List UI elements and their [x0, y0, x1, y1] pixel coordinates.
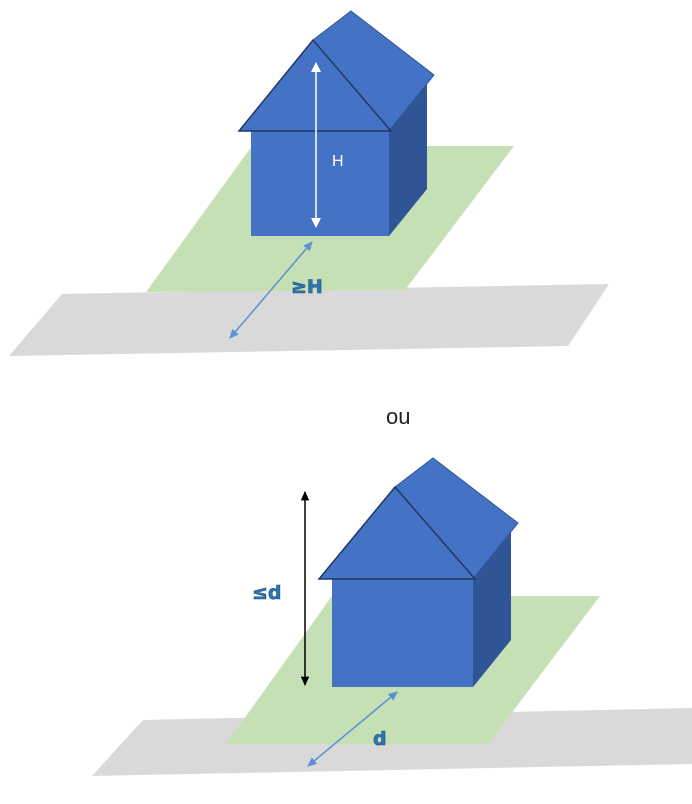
- top-height-arrow-head-down: [311, 218, 321, 228]
- top-distance-label: ≥H: [291, 276, 323, 298]
- top-height-label: H: [332, 153, 344, 170]
- bottom-house-side-wall: [473, 532, 511, 687]
- bottom-distance-arrow: [307, 691, 398, 767]
- bottom-distance-label: d: [373, 728, 387, 750]
- bottom-height-label: ≤d: [252, 582, 282, 604]
- bottom-house-front-wall: [332, 579, 473, 687]
- top-house: [237, 10, 435, 236]
- top-diagram: H ≥H: [9, 10, 609, 356]
- top-distance-arrow: [229, 241, 313, 339]
- top-house-front-wall: [251, 131, 389, 236]
- bottom-diagram: ≤d d: [92, 457, 692, 776]
- top-house-gable: [237, 38, 393, 132]
- separator-ou: ou: [386, 404, 410, 429]
- bottom-house: [317, 457, 519, 687]
- top-house-side-wall: [389, 82, 427, 236]
- bottom-house-gable: [317, 485, 477, 580]
- top-height-arrow-head-up: [311, 62, 321, 72]
